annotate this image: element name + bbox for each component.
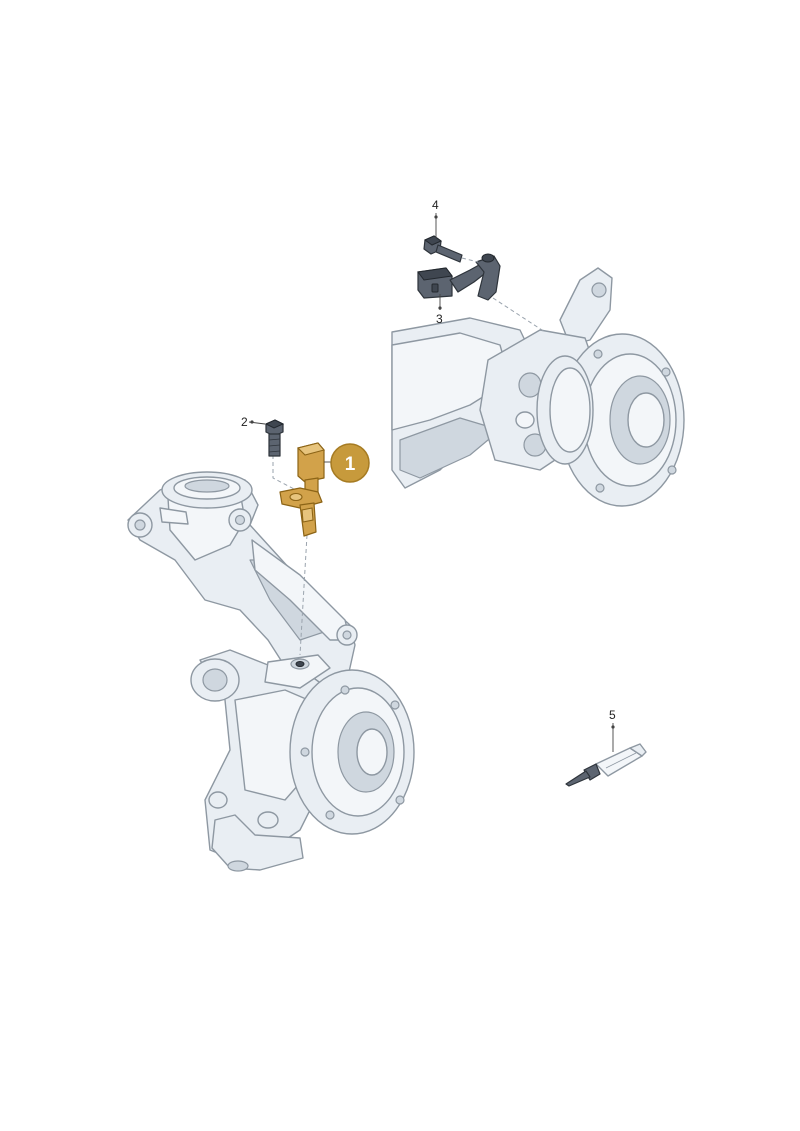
callout-3-label: 3: [436, 312, 443, 326]
rear-axle-assembly: [391, 267, 685, 507]
sealant-tube: [565, 743, 647, 787]
callout-4-label: 4: [432, 198, 439, 212]
callout-1-badge[interactable]: 1: [324, 443, 370, 483]
rear-sensor-bolt: [423, 235, 479, 263]
callout-5: 5: [609, 708, 616, 752]
front-abs-sensor-highlighted[interactable]: [279, 442, 325, 537]
callout-2: 2: [241, 415, 266, 429]
front-sensor-bolt: [264, 419, 285, 457]
front-steering-knuckle: [127, 471, 415, 872]
rear-abs-sensor: [417, 253, 546, 333]
callout-4: 4: [432, 198, 439, 238]
callout-1-label: 1: [345, 454, 356, 475]
callout-2-label: 2: [241, 415, 248, 429]
callout-5-label: 5: [609, 708, 616, 722]
callout-3: 3: [436, 294, 443, 326]
